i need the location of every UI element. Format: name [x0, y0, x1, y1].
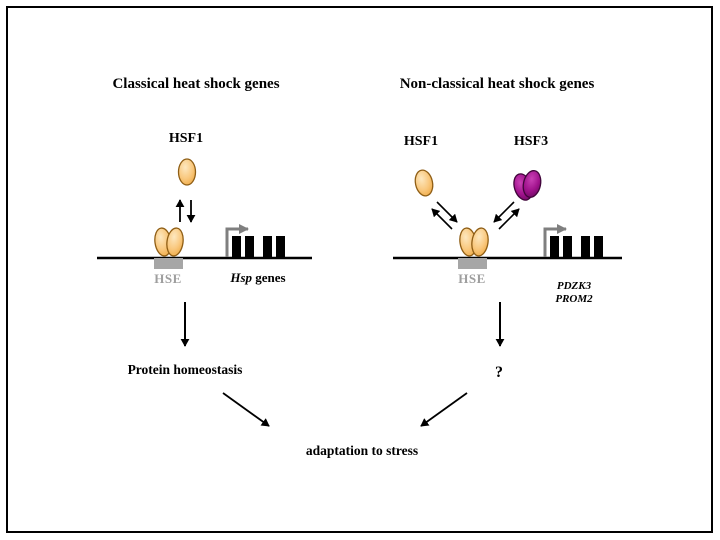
- converge-arrow-right: [420, 392, 468, 427]
- gene-box: [581, 236, 590, 258]
- adaptation-label: adaptation to stress: [305, 443, 419, 458]
- hsf3-release-arrow: [498, 208, 520, 230]
- hsf1-dimer-left: [154, 227, 184, 257]
- hsf3-oval: [513, 170, 542, 201]
- gene-box: [232, 236, 241, 258]
- converge-arrow-left: [222, 392, 270, 427]
- hsp-genes-label-italic: Hsp: [230, 270, 253, 285]
- gene-box: [245, 236, 254, 258]
- gene-label-pdzk3: PDZK3: [556, 280, 592, 292]
- gene-box: [276, 236, 285, 258]
- left-panel-title: Classical heat shock genes: [112, 76, 280, 92]
- hse-label-right: HSE: [458, 271, 486, 286]
- hse-box-left: [154, 258, 183, 269]
- hse-label-left: HSE: [154, 271, 182, 286]
- hsf-dimer-oval: [471, 227, 489, 257]
- hsf1-label-left: HSF1: [168, 131, 204, 146]
- gene-box: [263, 236, 272, 258]
- hsf1-binding-arrow: [436, 201, 458, 223]
- question-mark-label: ?: [495, 364, 503, 381]
- hsf1-monomer-oval-right: [414, 169, 434, 197]
- hsp-genes-label-rest: genes: [252, 270, 286, 285]
- gene-box: [594, 236, 603, 258]
- gene-box: [563, 236, 572, 258]
- hsf3-binding-arrow: [493, 201, 515, 223]
- hse-box-right: [458, 258, 487, 269]
- gene-box: [550, 236, 559, 258]
- hsp-genes-label: Hsp genes: [230, 270, 286, 285]
- gene-label-prom2: PROM2: [555, 293, 593, 305]
- right-panel-title: Non-classical heat shock genes: [399, 76, 595, 92]
- hsf1-label-right: HSF1: [403, 134, 439, 149]
- promoter-arrow-right: [543, 224, 567, 257]
- hsf1-monomer-oval-left: [177, 158, 197, 186]
- hsf1-release-arrow: [431, 208, 453, 230]
- hsf3-label: HSF3: [513, 134, 549, 149]
- hsf1-dimer-oval: [166, 227, 184, 257]
- protein-homeostasis-label: Protein homeostasis: [127, 362, 243, 377]
- hsf3-oval-part: [522, 170, 542, 198]
- hsf-dimer-right: [459, 227, 489, 257]
- promoter-arrow-left: [225, 224, 249, 257]
